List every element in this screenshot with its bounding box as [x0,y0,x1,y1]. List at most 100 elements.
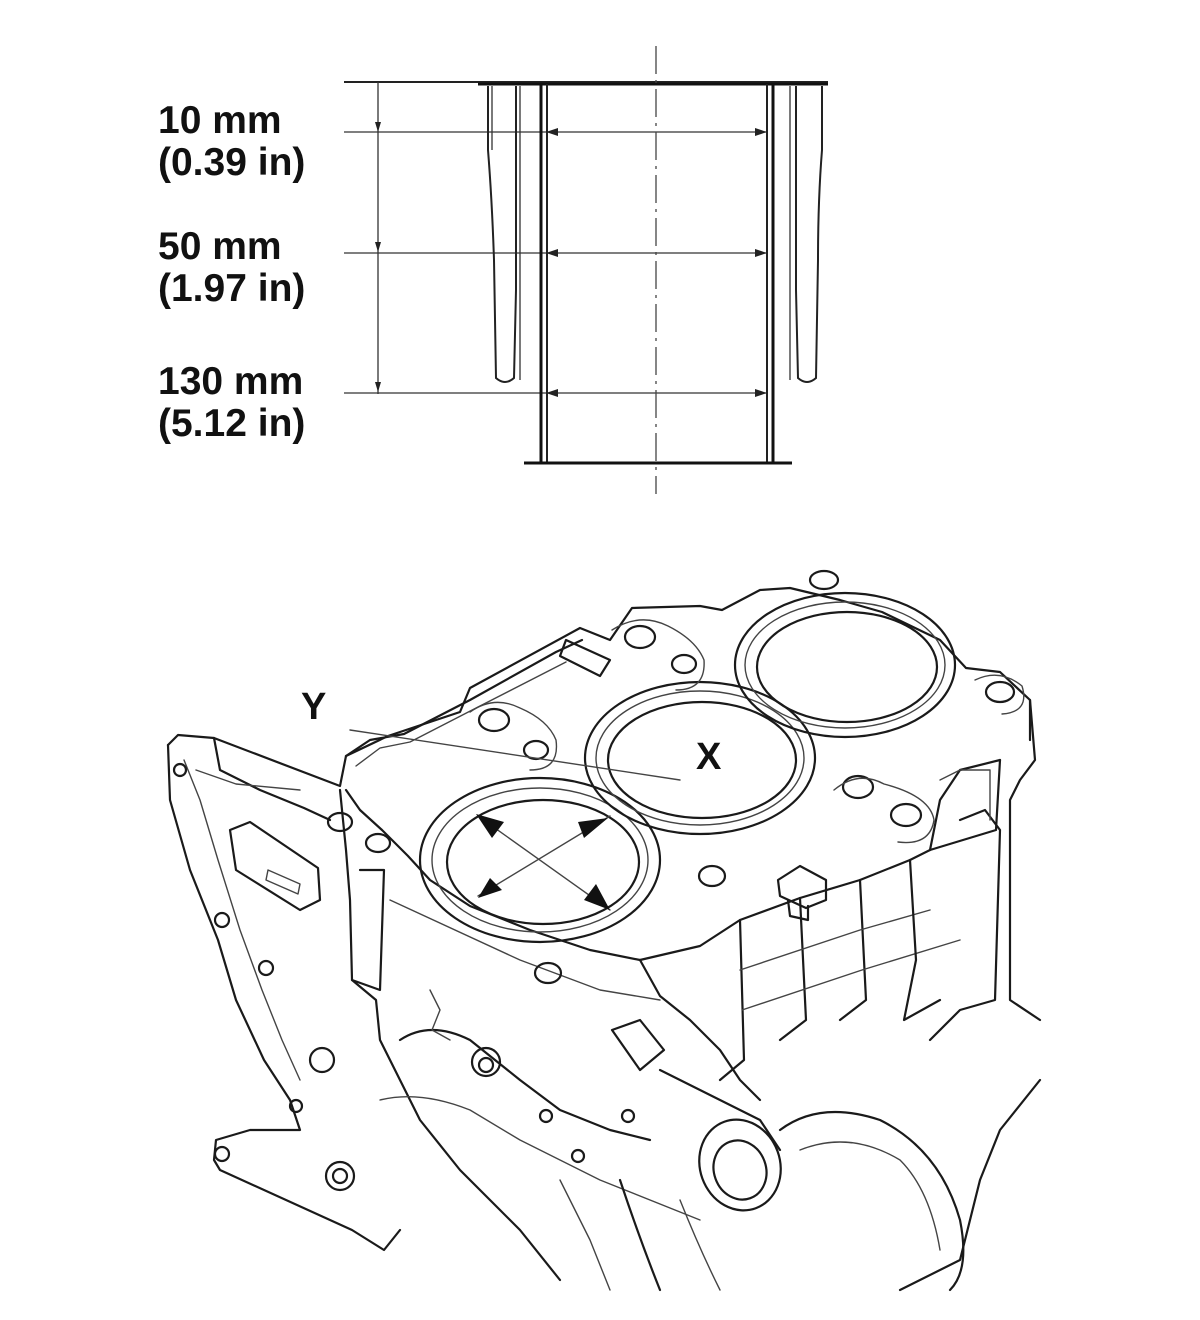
dimension-arrow-2 [375,242,381,252]
bolt-hole-4 [522,739,550,761]
bolt-boss-8 [833,777,935,844]
engine-top-rail [344,638,584,758]
front-boss-6 [570,1148,586,1164]
engine-front-pad [610,1018,666,1072]
bore-arrow-left-3 [546,389,558,397]
engine-deck-front-edge [344,788,642,962]
cylinder-3-bore [755,610,939,724]
front-boss-5 [620,1108,636,1124]
engine-top-rail-slot [558,638,612,678]
front-boss-3 [324,1160,356,1192]
arrow-lower-right [584,884,610,910]
bore-arrow-left-1 [546,128,558,136]
dimension-arrow-1 [375,122,381,132]
cylinder-3-liner [744,601,946,729]
bolt-hole-9 [889,802,923,828]
mount-boss-arm [658,1068,782,1152]
engine-left-top-detail [195,769,301,791]
bolt-hole-5 [623,624,657,650]
front-boss-7 [213,1145,231,1163]
engine-rib-cross-1 [739,909,931,971]
mount-boss-outer [698,1118,782,1212]
cross-line-1 [477,815,611,911]
axis-label-y: Y [301,686,326,728]
bolt-hole-1 [326,811,354,833]
measurement-1-in: (0.39 in) [158,141,305,184]
cylinder-1-bore [445,798,641,926]
engine-front-housing-lower [379,1096,701,1221]
cylinder-cross-section: 10 mm (0.39 in) 50 mm (1.97 in) 130 mm (… [158,46,828,494]
arrow-upper-right [578,818,608,838]
engine-top-rail-inner [355,661,567,767]
cylinder-2-bore [606,700,798,820]
crankcase-arc-2 [799,1141,941,1251]
bolt-hole-3 [477,707,511,733]
crankcase-front-line-3 [559,1179,611,1291]
engine-rib-4 [902,858,942,1022]
cylinder-3-outer [733,591,957,739]
crankcase-front-line-2 [679,1199,721,1291]
engine-rib-1 [718,918,746,1082]
bore-arrow-right-3 [755,389,767,397]
engine-front-face-left [338,788,562,1282]
measurement-2-in: (1.97 in) [158,267,305,310]
engine-deck-right-corner [928,758,1002,852]
engine-right-rib [928,808,1002,1042]
engine-front-face-edge [389,899,661,1001]
cylinder-1-outer [418,776,662,944]
bore-arrow-left-2 [546,249,558,257]
bolt-hole-6 [670,653,698,675]
engine-deck-right-edge [638,848,932,962]
bolt-hole-12 [533,961,563,985]
engine-bracket [776,864,828,910]
engine-left-slot-inner [265,869,301,895]
front-boss-4 [538,1108,554,1124]
engine-rib-6 [939,769,991,821]
front-boss-3-hole [331,1167,349,1185]
bore-arrow-right-2 [755,249,767,257]
water-jacket-right [795,86,823,383]
engine-front-housing [398,1029,652,1142]
arrow-upper-left [476,814,504,838]
engine-deck-outline [166,586,1032,788]
measurement-2-mm: 50 mm [158,225,282,268]
engine-deck-front-corner [638,958,762,1102]
bolt-hole-11 [697,864,727,888]
crankcase-front-line [618,1178,662,1292]
bolt-boss-3 [469,701,558,771]
engine-rib-5 [928,758,1002,852]
engine-front-boss [350,868,386,992]
engine-left-slot [228,820,322,912]
flange-hole-2 [213,911,231,929]
engine-rib-3 [838,878,868,1022]
measurement-1-mm: 10 mm [158,99,282,142]
water-jacket-left [487,86,517,383]
engine-left-top-edge [212,736,332,822]
front-boss-1 [470,1046,502,1078]
dimension-arrow-3 [375,382,381,392]
measurement-3-mm: 130 mm [158,360,303,403]
engine-rib-cross-2 [741,939,961,1011]
axis-label-x: X [696,736,722,778]
engine-block-illustration [166,569,1042,1292]
engine-left-flange [166,743,402,1252]
axis-y-guide-line [349,729,681,781]
bolt-boss-10 [974,674,1025,715]
flange-hole-3 [257,959,275,977]
measurement-label-3: 130 mm (5.12 in) [158,360,305,445]
flange-hole-4 [288,1098,304,1114]
cylinder-1-liner [431,787,649,933]
mount-boss-inner [712,1139,768,1201]
cylinder-2-outer [583,680,817,836]
bolt-hole-8 [841,774,875,800]
front-boss-2 [308,1046,336,1074]
engine-left-flange-inner [183,759,301,1081]
front-boss-1-hole [477,1056,495,1074]
engine-right-side [1008,698,1042,1022]
measurement-label-2: 50 mm (1.97 in) [158,225,305,310]
engine-front-detail-1 [429,989,451,1041]
bolt-boss-5 [611,619,705,691]
engine-right-lower [898,1078,1042,1292]
bolt-hole-10 [984,680,1016,704]
